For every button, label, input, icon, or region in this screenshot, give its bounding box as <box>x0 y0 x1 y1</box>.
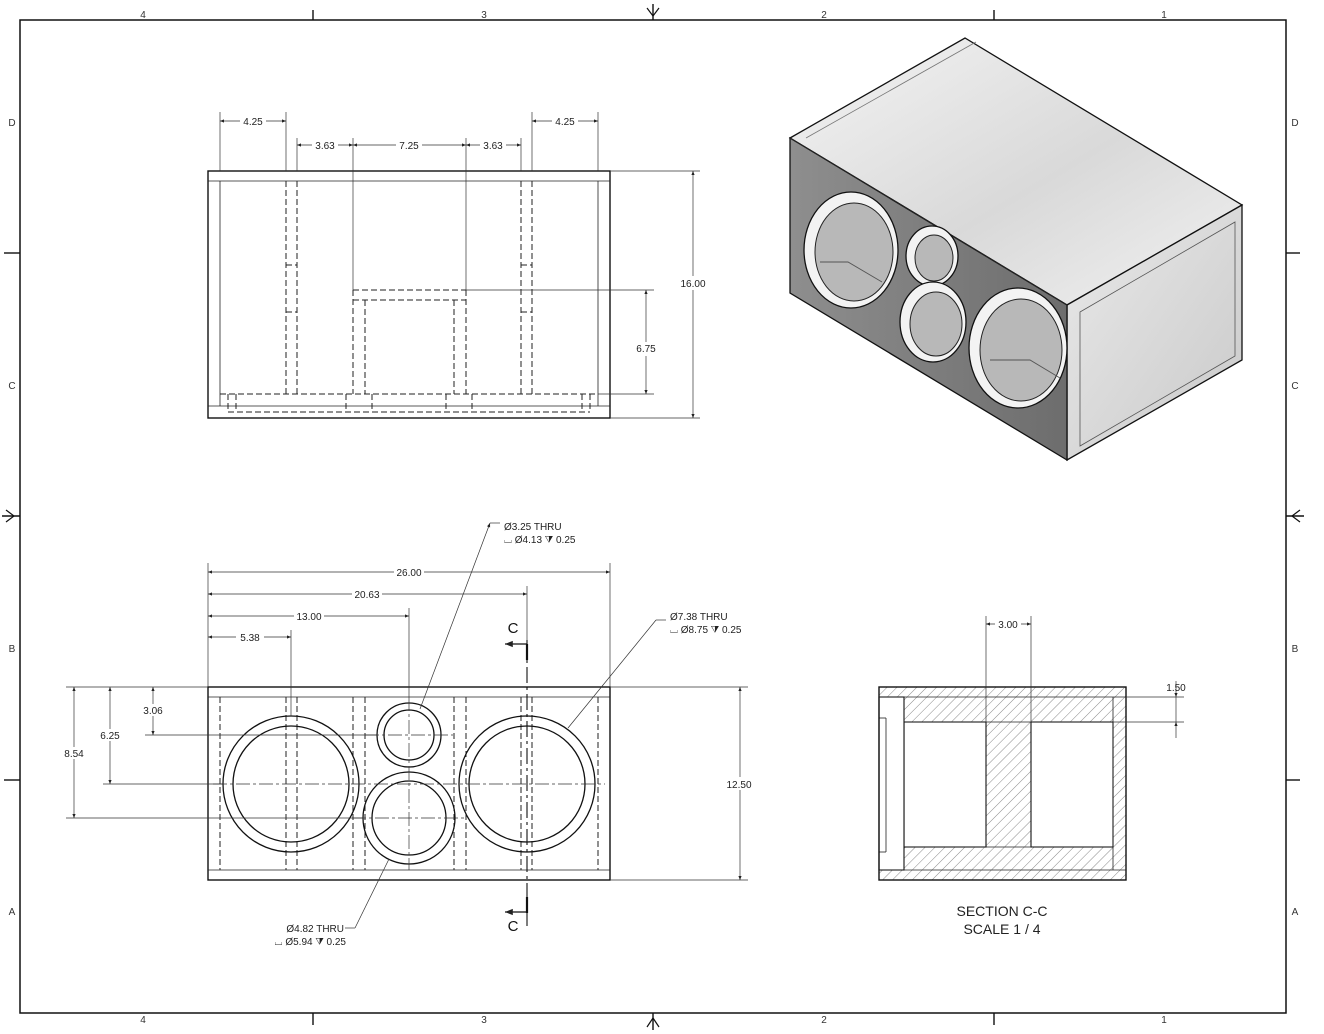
dim-label: 12.50 <box>726 780 751 791</box>
dim-label: 5.38 <box>240 633 260 644</box>
callout-text: ⌴ Ø5.94 ⧩ 0.25 <box>275 937 347 948</box>
zone-col-label: 4 <box>140 10 146 21</box>
callout-text: Ø3.25 THRU <box>504 522 562 533</box>
centering-mark-left <box>2 509 20 523</box>
zone-col-label: 2 <box>821 1015 827 1026</box>
hole-callouts: Ø3.25 THRU ⌴ Ø4.13 ⧩ 0.25 Ø7.38 THRU ⌴ Ø… <box>275 522 742 948</box>
dim-label: 4.25 <box>555 117 575 128</box>
centerlines <box>213 697 605 870</box>
dim-label: 8.54 <box>64 749 84 760</box>
centering-mark-top <box>646 4 660 20</box>
zone-col-label: 2 <box>821 10 827 21</box>
isometric-view <box>788 37 1244 462</box>
dim-label: 4.25 <box>243 117 263 128</box>
centering-mark-bottom <box>646 1013 660 1030</box>
zone-col-label: 1 <box>1161 10 1167 21</box>
dim-label: 3.63 <box>483 141 503 152</box>
zone-labels: 4 3 2 1 4 3 2 1 D C B A D C B A <box>8 10 1298 1026</box>
callout-text: Ø4.82 THRU <box>286 924 344 935</box>
dim-label: 6.75 <box>636 344 656 355</box>
zone-row-label: C <box>8 381 15 392</box>
zone-row-label: A <box>1292 907 1299 918</box>
zone-col-label: 3 <box>481 10 487 21</box>
sheet-border <box>2 4 1304 1030</box>
zone-col-label: 3 <box>481 1015 487 1026</box>
hidden-lines <box>220 181 598 413</box>
callout-text: ⌴ Ø4.13 ⧩ 0.25 <box>504 535 576 546</box>
zone-row-label: B <box>9 644 16 655</box>
zone-row-label: B <box>1292 644 1299 655</box>
zone-row-label: D <box>8 118 15 129</box>
section-scale: SCALE 1 / 4 <box>963 921 1040 937</box>
callout-text: Ø7.38 THRU <box>670 612 728 623</box>
dim-label: 26.00 <box>396 568 421 579</box>
dim-label: 6.25 <box>100 731 120 742</box>
dim-label: 1.50 <box>1166 683 1186 694</box>
callout-text: ⌴ Ø8.75 ⧩ 0.25 <box>670 625 742 636</box>
dim-label: 3.06 <box>143 706 163 717</box>
dim-label: 3.00 <box>998 620 1018 631</box>
centering-mark-right <box>1286 509 1304 523</box>
cut-label: C <box>508 918 519 935</box>
front-outline <box>207 170 611 419</box>
front-dimensions: 4.25 4.25 3.63 7.25 3.63 16.00 <box>219 112 708 419</box>
iso-holes <box>803 191 1068 409</box>
section-cut-line: C C <box>504 620 529 935</box>
section-view: 3.00 1.50 SECTION C-C SCALE 1 / 4 <box>878 616 1186 937</box>
top-view: C C 26.00 20.63 13.00 5.38 <box>61 522 754 948</box>
dim-label: 16.00 <box>680 279 705 290</box>
dim-label: 3.63 <box>315 141 335 152</box>
dim-label: 7.25 <box>399 141 419 152</box>
section-title: SECTION C-C <box>957 903 1048 919</box>
dim-label: 20.63 <box>354 590 379 601</box>
dim-label: 13.00 <box>296 612 321 623</box>
top-dimensions: 26.00 20.63 13.00 5.38 3.06 6.25 <box>61 563 754 881</box>
front-view: 4.25 4.25 3.63 7.25 3.63 16.00 <box>207 112 708 419</box>
cut-label: C <box>508 620 519 637</box>
zone-row-label: D <box>1291 118 1298 129</box>
zone-row-label: C <box>1291 381 1298 392</box>
zone-row-label: A <box>9 907 16 918</box>
zone-col-label: 4 <box>140 1015 146 1026</box>
section-dimensions: 3.00 1.50 <box>985 616 1186 738</box>
zone-col-label: 1 <box>1161 1015 1167 1026</box>
